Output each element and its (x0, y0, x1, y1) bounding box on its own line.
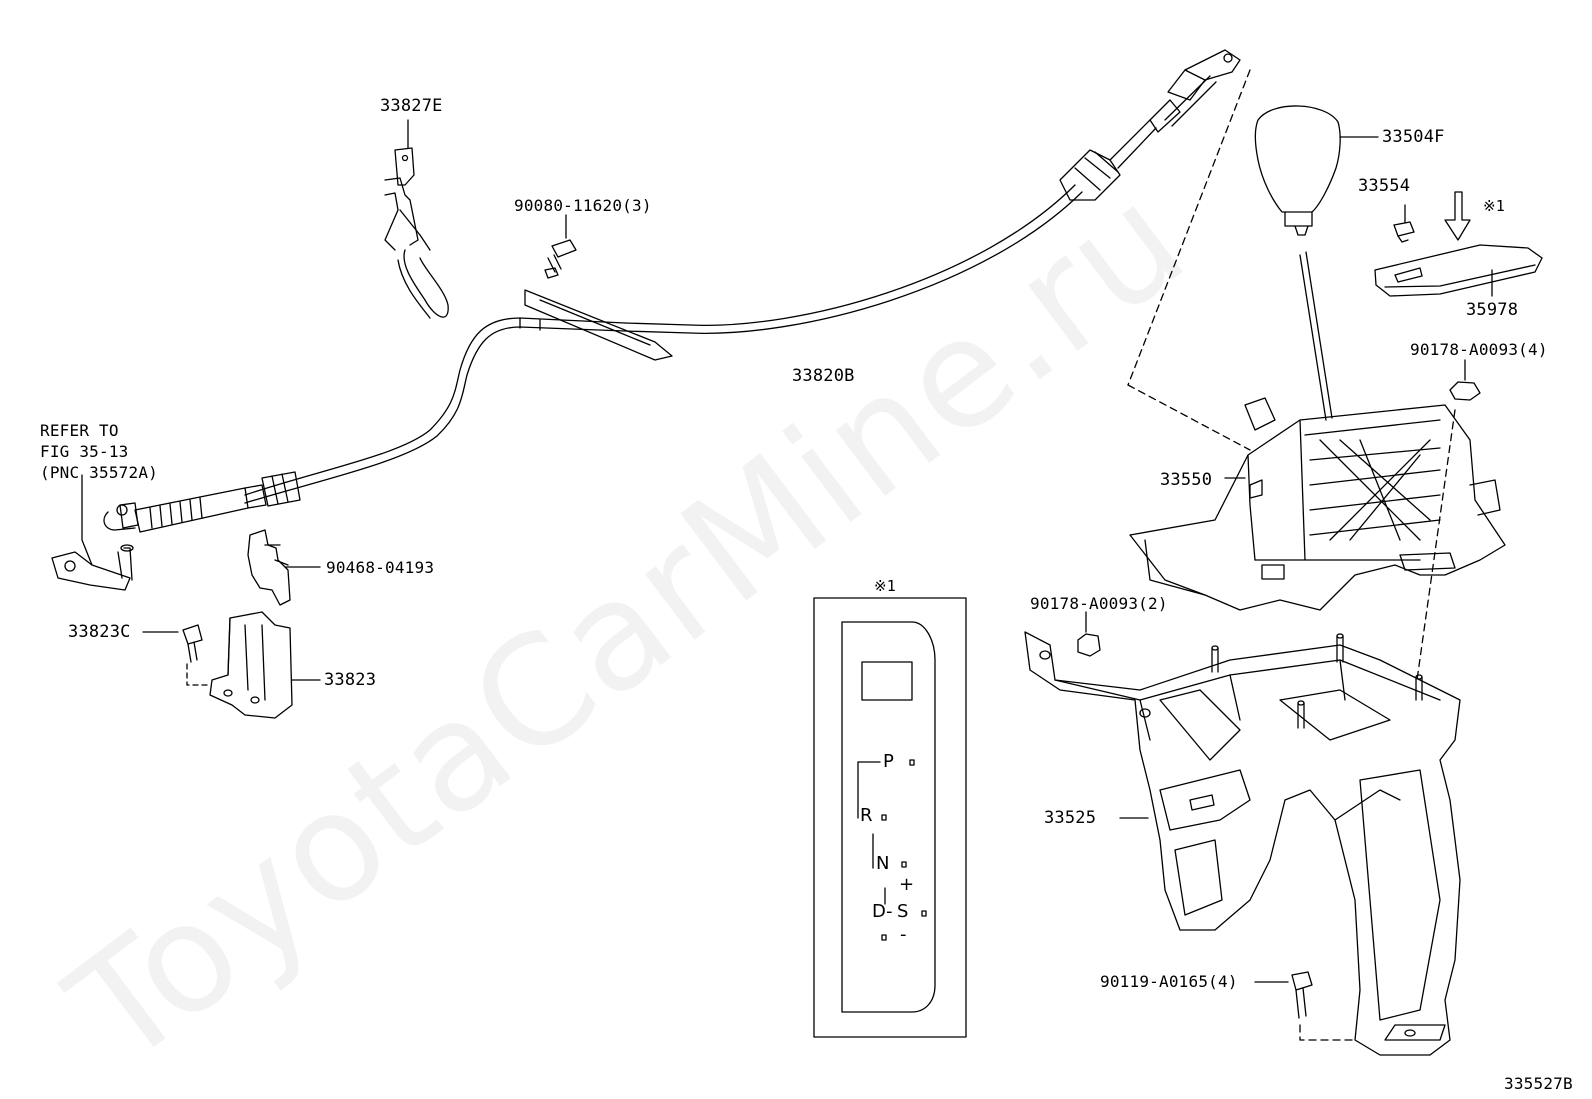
label-33525: 33525 (1044, 808, 1097, 828)
bolt-90119 (1254, 971, 1313, 1019)
refer-note-line3: (PNC 35572A) (40, 463, 158, 482)
label-33504f: 33504F (1382, 127, 1445, 147)
leader-lines (1127, 69, 1456, 1041)
refer-note-line2: FIG 35-13 (40, 442, 129, 461)
label-33827e: 33827E (380, 96, 443, 116)
nut-90178-4 (1449, 359, 1481, 401)
label-33550: 33550 (1160, 470, 1213, 490)
inset-indicator-panel (813, 597, 967, 1038)
label-33823c: 33823C (68, 622, 131, 642)
label-90178-a0093-2: 90178-A0093(2) (1030, 594, 1168, 613)
clip-33554 (1393, 204, 1415, 243)
label-90468-04193: 90468-04193 (326, 558, 435, 577)
label-90178-a0093-4: 90178-A0093(4) (1410, 340, 1548, 359)
label-33554: 33554 (1358, 176, 1411, 196)
shift-letter-n: N (876, 853, 890, 874)
marker-1-inset: ※1 (874, 577, 896, 595)
shift-symbol-minus: - (900, 924, 907, 945)
label-90080-11620: 90080-11620(3) (514, 196, 652, 215)
shift-knob-33504f (1254, 105, 1379, 421)
clip-33827e (384, 119, 449, 319)
bracket-33823 (51, 474, 321, 719)
bolt-90080 (544, 214, 577, 279)
nut-90178-2 (1077, 611, 1101, 657)
clip-90468 (247, 529, 321, 606)
refer-note: REFER TO FIG 35-13 (PNC 35572A) (40, 420, 158, 483)
label-33820b: 33820B (792, 366, 855, 386)
shift-lever-assy-33550 (1129, 397, 1506, 611)
shift-cable-33820b (103, 49, 1241, 533)
shift-letter-d: D (872, 901, 886, 922)
marker-1-top: ※1 (1483, 197, 1505, 215)
label-33823: 33823 (324, 670, 377, 690)
shift-letter-r: R (860, 805, 873, 826)
shift-letter-p: P (883, 751, 894, 772)
shift-symbol-plus: + (899, 874, 915, 895)
label-90119-a0165: 90119-A0165(4) (1100, 972, 1238, 991)
shift-housing-33525 (1024, 631, 1461, 1056)
refer-note-line1: REFER TO (40, 421, 119, 440)
shift-dash: - (886, 901, 893, 922)
figure-code: 335527B (1504, 1074, 1573, 1093)
shift-letter-s: S (897, 901, 909, 922)
indicator-cover-35978 (1374, 191, 1543, 297)
label-35978: 35978 (1466, 300, 1519, 320)
